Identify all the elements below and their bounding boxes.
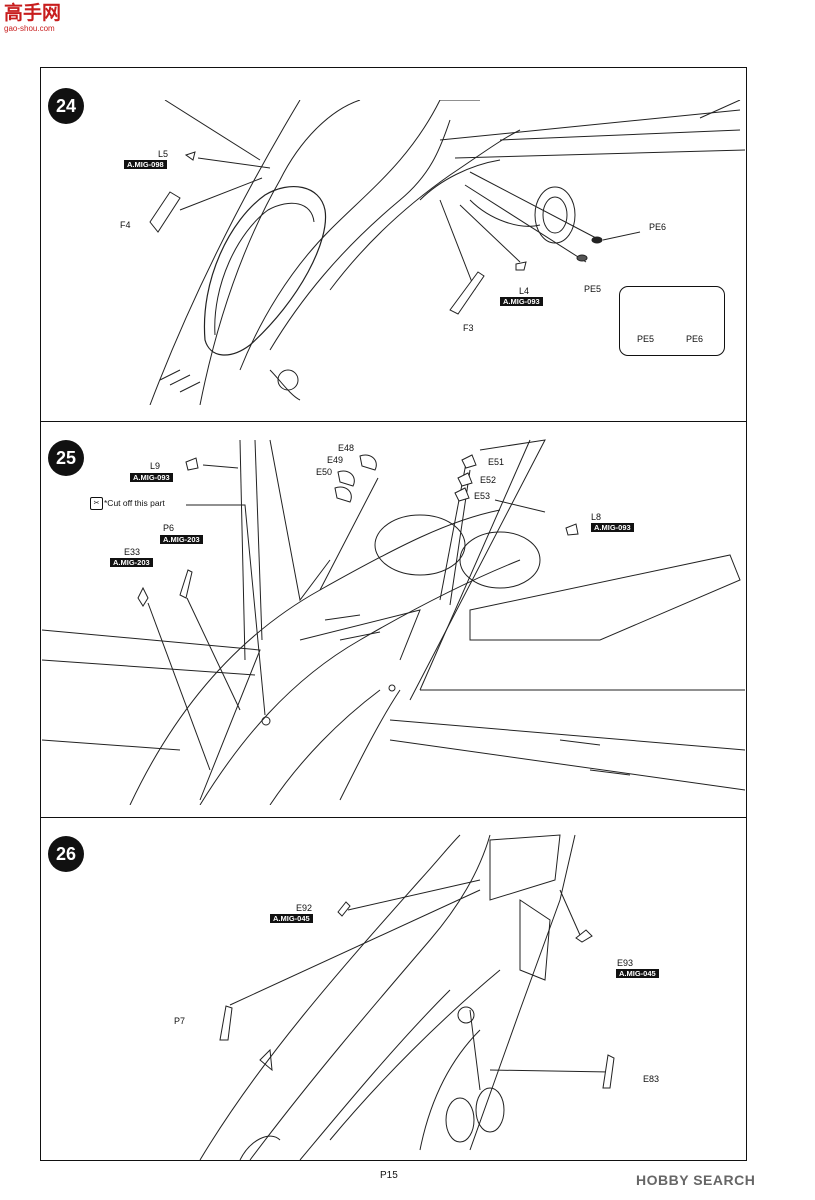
hobby-search-watermark: HOBBY SEARCH (636, 1172, 756, 1188)
label-e53: E53 (474, 491, 491, 501)
divider-24-25 (40, 421, 747, 422)
ref-e92: A.MIG-045 (270, 914, 313, 923)
step25-aircraft-drawing (41, 439, 746, 805)
ref-l5: A.MIG-098 (124, 160, 167, 169)
instruction-frame (40, 67, 747, 1161)
cut-note: *Cut off this part (104, 498, 165, 508)
step-26-badge: 26 (48, 836, 84, 872)
ref-e33: A.MIG-203 (110, 558, 153, 567)
step-24-badge: 24 (48, 88, 84, 124)
label-e33: E33 (124, 547, 141, 557)
label-e48: E48 (338, 443, 355, 453)
label-f3: F3 (463, 323, 474, 333)
label-f4: F4 (120, 220, 131, 230)
legend-pe5: PE5 (637, 334, 655, 344)
label-e50: E50 (316, 467, 333, 477)
ref-p6: A.MIG-203 (160, 535, 203, 544)
label-e83: E83 (643, 1074, 660, 1084)
label-e92: E92 (296, 903, 313, 913)
watermark-cn: 高手网 (4, 3, 62, 24)
page-number: P15 (380, 1170, 398, 1181)
label-e51: E51 (488, 457, 505, 467)
label-l4: L4 (519, 286, 530, 296)
divider-25-26 (40, 817, 747, 818)
label-l5: L5 (158, 149, 169, 159)
legend-pe6: PE6 (686, 334, 704, 344)
label-l8: L8 (591, 512, 602, 522)
label-e93: E93 (617, 958, 634, 968)
ref-l8: A.MIG-093 (591, 523, 634, 532)
watermark-url: gao-shou.com (4, 24, 55, 33)
watermark-logo: 高手网 gao-shou.com (4, 4, 70, 42)
label-pe5: PE5 (584, 284, 602, 294)
label-pe6: PE6 (649, 222, 667, 232)
pe-legend-box: PE5 PE6 (619, 286, 725, 356)
step24-aircraft-drawing (149, 100, 746, 405)
label-l9: L9 (150, 461, 161, 471)
step26-aircraft-drawing (199, 834, 615, 1160)
ref-l4: A.MIG-093 (500, 297, 543, 306)
label-p7: P7 (174, 1016, 186, 1026)
label-e52: E52 (480, 475, 497, 485)
ref-l9: A.MIG-093 (130, 473, 173, 482)
label-p6: P6 (163, 523, 175, 533)
label-e49: E49 (327, 455, 344, 465)
step-25-badge: 25 (48, 440, 84, 476)
ref-e93: A.MIG-045 (616, 969, 659, 978)
cut-icon: ✂ (90, 497, 103, 510)
